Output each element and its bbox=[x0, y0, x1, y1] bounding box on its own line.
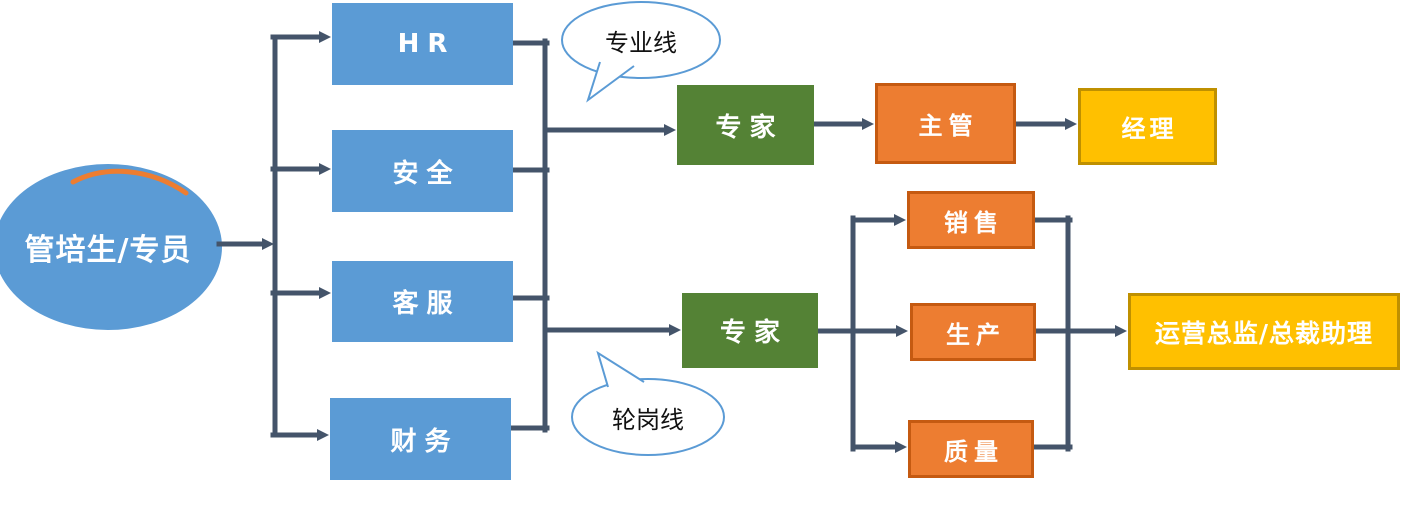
rotation-sales-box: 销售 bbox=[907, 191, 1035, 249]
professional-supervisor-box: 主管 bbox=[875, 83, 1016, 164]
rotation-quality-box: 质量 bbox=[908, 420, 1034, 478]
dept-box-hr: HR bbox=[332, 3, 513, 85]
callout-professional-bubble bbox=[561, 1, 721, 79]
callout-professional-tail bbox=[586, 61, 635, 103]
dept-label-hr: HR bbox=[397, 29, 456, 59]
dept-box-safety: 安全 bbox=[332, 130, 513, 212]
rotation-sales-label: 销售 bbox=[944, 208, 1004, 237]
professional-expert-label: 专家 bbox=[715, 112, 784, 143]
dept-label-safety: 安全 bbox=[392, 158, 461, 189]
dept-label-service: 客服 bbox=[392, 289, 461, 319]
rotation-expert-box: 专家 bbox=[682, 293, 818, 368]
callout-professional-label: 专业线 bbox=[566, 4, 716, 76]
dept-box-service: 客服 bbox=[332, 261, 513, 342]
rotation-production-box: 生产 bbox=[910, 303, 1036, 361]
professional-supervisor-label: 主管 bbox=[918, 112, 979, 140]
callout-rotation-label: 轮岗线 bbox=[573, 381, 723, 453]
rotation-director-label: 运营总监/总裁助理 bbox=[1154, 318, 1374, 348]
rotation-production-label: 生产 bbox=[946, 320, 1006, 349]
rotation-quality-label: 质量 bbox=[944, 437, 1004, 466]
dept-box-finance: 财务 bbox=[330, 398, 511, 480]
rotation-expert-label: 专家 bbox=[719, 318, 788, 348]
rotation-director-box: 运营总监/总裁助理 bbox=[1128, 293, 1400, 370]
professional-expert-box: 专家 bbox=[677, 85, 814, 165]
professional-manager-box: 经理 bbox=[1078, 88, 1217, 165]
callout-rotation-text: 轮岗线 bbox=[612, 405, 684, 434]
callout-rotation-tail bbox=[596, 350, 645, 388]
callout-professional-text: 专业线 bbox=[605, 28, 677, 57]
professional-manager-label: 经理 bbox=[1121, 115, 1178, 143]
dept-label-finance: 财务 bbox=[390, 426, 459, 457]
ellipse-swoosh-accent bbox=[70, 168, 189, 196]
callout-rotation-bubble bbox=[571, 378, 725, 456]
start-node-label: 管培生/专员 bbox=[24, 233, 192, 268]
